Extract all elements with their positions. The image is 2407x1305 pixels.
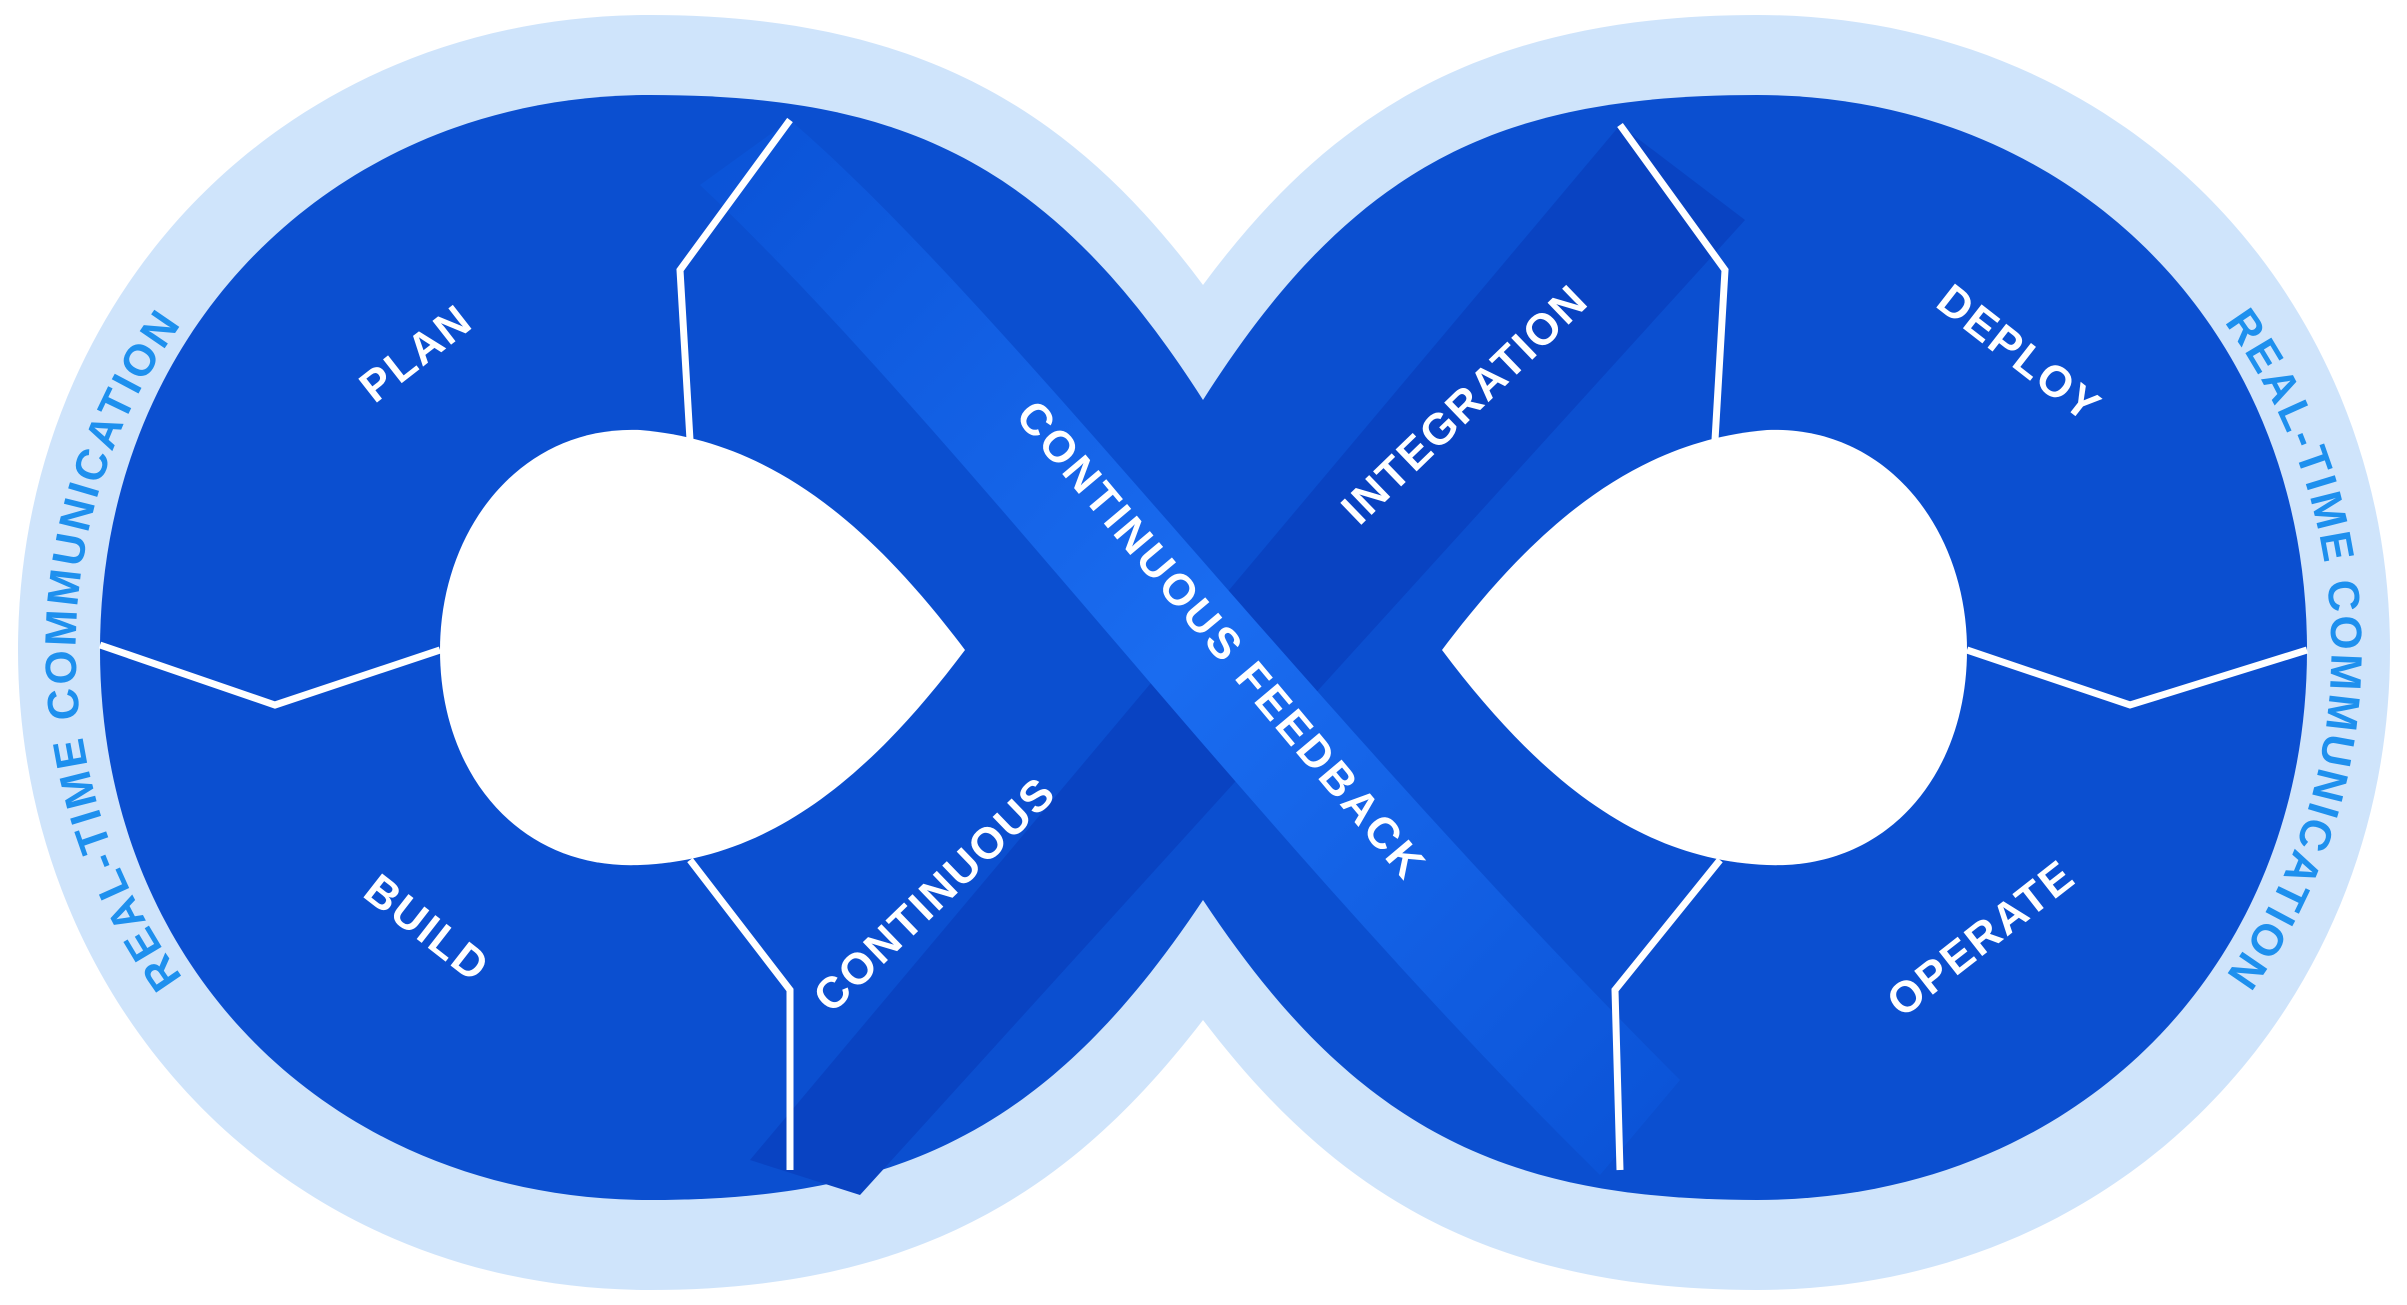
segment-dividers [98,117,2309,1171]
feedback-belt [700,120,1680,1175]
left-hole [440,429,965,866]
divider-plan-feedback [676,117,793,441]
divider-build-continuous [687,857,794,1170]
divider-deploy-operate [1965,646,2309,709]
divider-integration-deploy [1617,122,1729,441]
divider-plan-build [98,641,442,709]
right-hole [1442,429,1967,866]
divider-operate-feedback [1611,857,1723,1171]
